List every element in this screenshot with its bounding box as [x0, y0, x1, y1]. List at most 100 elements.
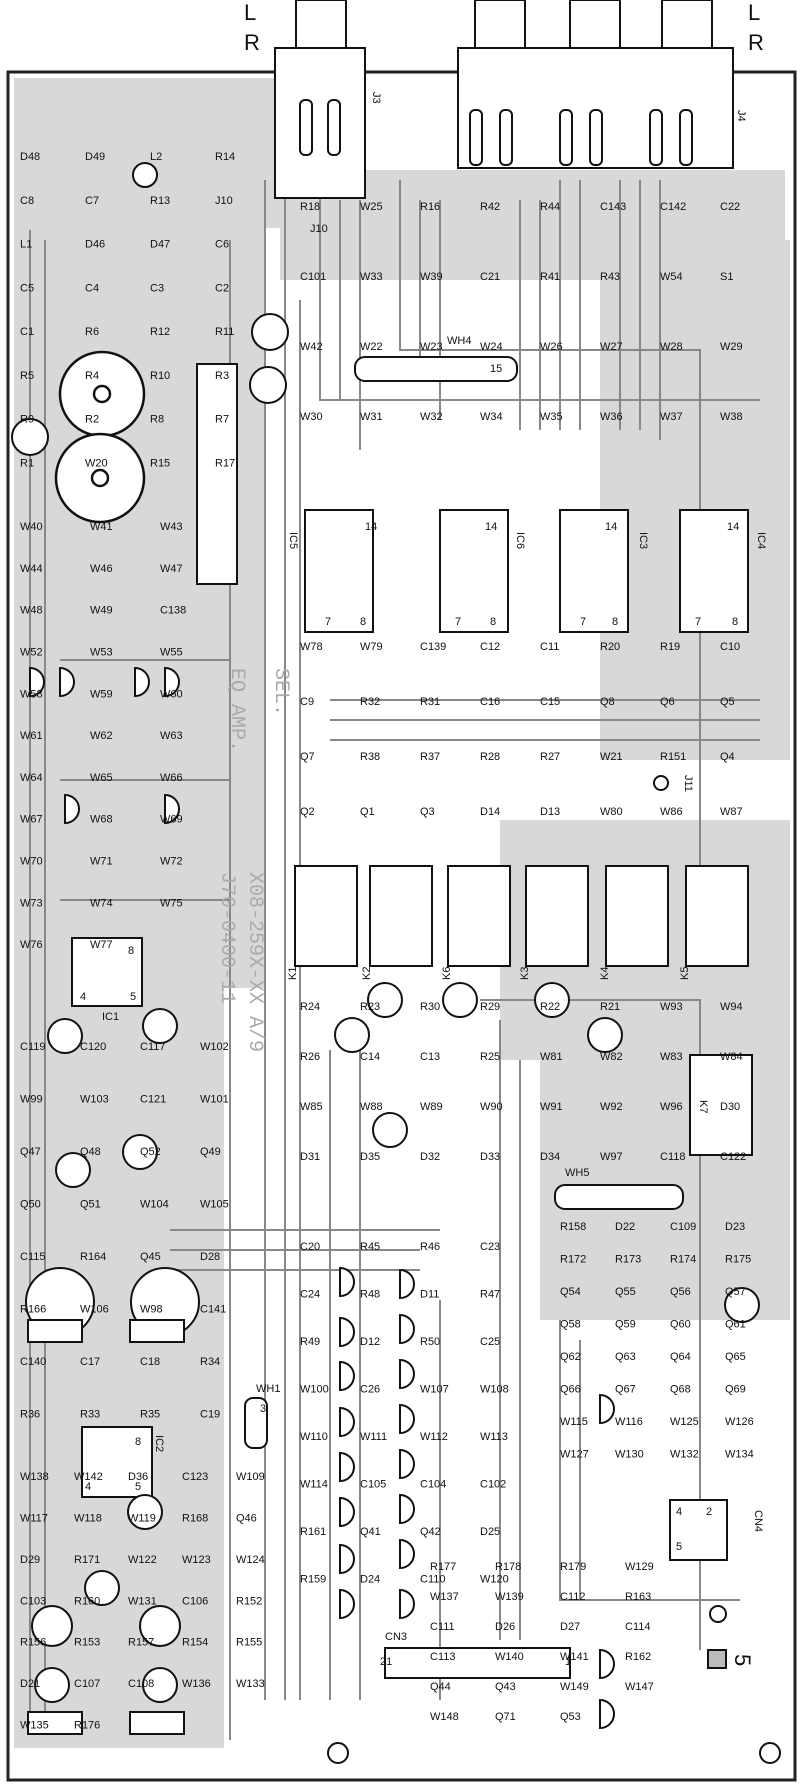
component-r12: R12: [150, 326, 170, 338]
component-c107: C107: [74, 1678, 100, 1690]
pin-14-3: 14: [727, 521, 739, 533]
component-q5: Q5: [720, 696, 735, 708]
section-eq-text: EQ AMP.: [225, 668, 248, 752]
component-w148: W148: [430, 1711, 459, 1723]
pin-4-cn4: 4: [676, 1506, 682, 1518]
component-w104: W104: [140, 1199, 169, 1211]
component-w61: W61: [20, 730, 43, 742]
component-w99: W99: [20, 1094, 43, 1106]
component-w55: W55: [160, 646, 183, 658]
component-q66: Q66: [560, 1384, 581, 1396]
pin-7-0: 7: [325, 616, 331, 628]
component-r3: R3: [215, 370, 229, 382]
component-q54: Q54: [560, 1286, 581, 1298]
component-w80: W80: [600, 806, 623, 818]
component-c139: C139: [420, 641, 446, 653]
channel-left-label-2: L: [748, 0, 760, 25]
component-w20: W20: [85, 457, 108, 469]
component-c10: C10: [720, 641, 740, 653]
component-w26: W26: [540, 341, 563, 353]
pin-5-cn4: 5: [676, 1541, 682, 1553]
component-q67: Q67: [615, 1384, 636, 1396]
component-c14: C14: [360, 1051, 380, 1063]
component-w103: W103: [80, 1094, 109, 1106]
component-w108: W108: [480, 1384, 509, 1396]
component-c121: C121: [140, 1094, 166, 1106]
component-r44: R44: [540, 201, 560, 213]
component-d32: D32: [420, 1151, 440, 1163]
pin-14-1: 14: [485, 521, 497, 533]
component-w73: W73: [20, 897, 43, 909]
component-c109: C109: [670, 1221, 696, 1233]
component-q49: Q49: [200, 1146, 221, 1158]
component-c120: C120: [80, 1041, 106, 1053]
component-r19: R19: [660, 641, 680, 653]
pin-4-ic2: 4: [85, 1481, 91, 1493]
component-r24: R24: [300, 1001, 320, 1013]
component-r174: R174: [670, 1254, 696, 1266]
component-w34: W34: [480, 411, 503, 423]
component-c108: C108: [128, 1678, 154, 1690]
component-w91: W91: [540, 1101, 563, 1113]
label-k1: K1: [287, 967, 299, 980]
pin-4-ic1: 4: [80, 991, 86, 1003]
component-r11: R11: [215, 326, 234, 338]
component-w107: W107: [420, 1384, 449, 1396]
component-r4: R4: [85, 370, 99, 382]
component-w111: W111: [360, 1431, 387, 1443]
component-w70: W70: [20, 856, 43, 868]
component-q45: Q45: [140, 1251, 161, 1263]
component-r171: R171: [74, 1554, 100, 1566]
component-c13: C13: [420, 1051, 440, 1063]
component-w49: W49: [90, 605, 113, 617]
component-d21: D21: [20, 1678, 40, 1690]
component-w65: W65: [90, 772, 113, 784]
component-c119: C119: [20, 1041, 45, 1053]
component-c18: C18: [140, 1356, 160, 1368]
component-c118: C118: [660, 1151, 685, 1163]
pin-7-3: 7: [695, 616, 701, 628]
component-r6: R6: [85, 326, 99, 338]
ic-packages: [71, 509, 753, 1498]
component-c115: C115: [20, 1251, 45, 1263]
component-r164: R164: [80, 1251, 106, 1263]
component-w94: W94: [720, 1001, 743, 1013]
component-w105: W105: [200, 1199, 229, 1211]
component-r26: R26: [300, 1051, 320, 1063]
label-j10: J10: [310, 223, 328, 235]
label-j11: J11: [682, 775, 694, 792]
component-w102: W102: [200, 1041, 229, 1053]
component-c106: C106: [182, 1595, 208, 1607]
component-d23: D23: [725, 1221, 745, 1233]
component-r155: R155: [236, 1637, 262, 1649]
component-r166: R166: [20, 1304, 46, 1316]
component-q48: Q48: [80, 1146, 101, 1158]
component-w87: W87: [720, 806, 743, 818]
component-d12: D12: [360, 1336, 380, 1348]
component-c26: C26: [360, 1384, 380, 1396]
component-w134: W134: [725, 1449, 754, 1461]
component-q44: Q44: [430, 1681, 451, 1693]
component-w81: W81: [540, 1051, 563, 1063]
component-w114: W114: [300, 1479, 328, 1491]
label-wh5: WH5: [565, 1167, 589, 1179]
component-q52: Q52: [140, 1146, 161, 1158]
label-1: 1: [565, 1656, 571, 1668]
label-k7: K7: [697, 1100, 709, 1113]
component-r151: R151: [660, 751, 686, 763]
component-r23: R23: [360, 1001, 380, 1013]
component-c24: C24: [300, 1289, 320, 1301]
component-r33: R33: [80, 1409, 100, 1421]
capacitors: [11, 313, 760, 1703]
component-c105: C105: [360, 1479, 386, 1491]
component-w96: W96: [660, 1101, 683, 1113]
component-l2: L2: [150, 151, 162, 163]
component-w33: W33: [360, 271, 383, 283]
component-q62: Q62: [560, 1351, 581, 1363]
component-d30: D30: [720, 1101, 740, 1113]
component-w66: W66: [160, 772, 183, 784]
component-w113: W113: [480, 1431, 508, 1443]
component-w130: W130: [615, 1449, 644, 1461]
component-d31: D31: [300, 1151, 320, 1163]
component-w139: W139: [495, 1591, 524, 1603]
